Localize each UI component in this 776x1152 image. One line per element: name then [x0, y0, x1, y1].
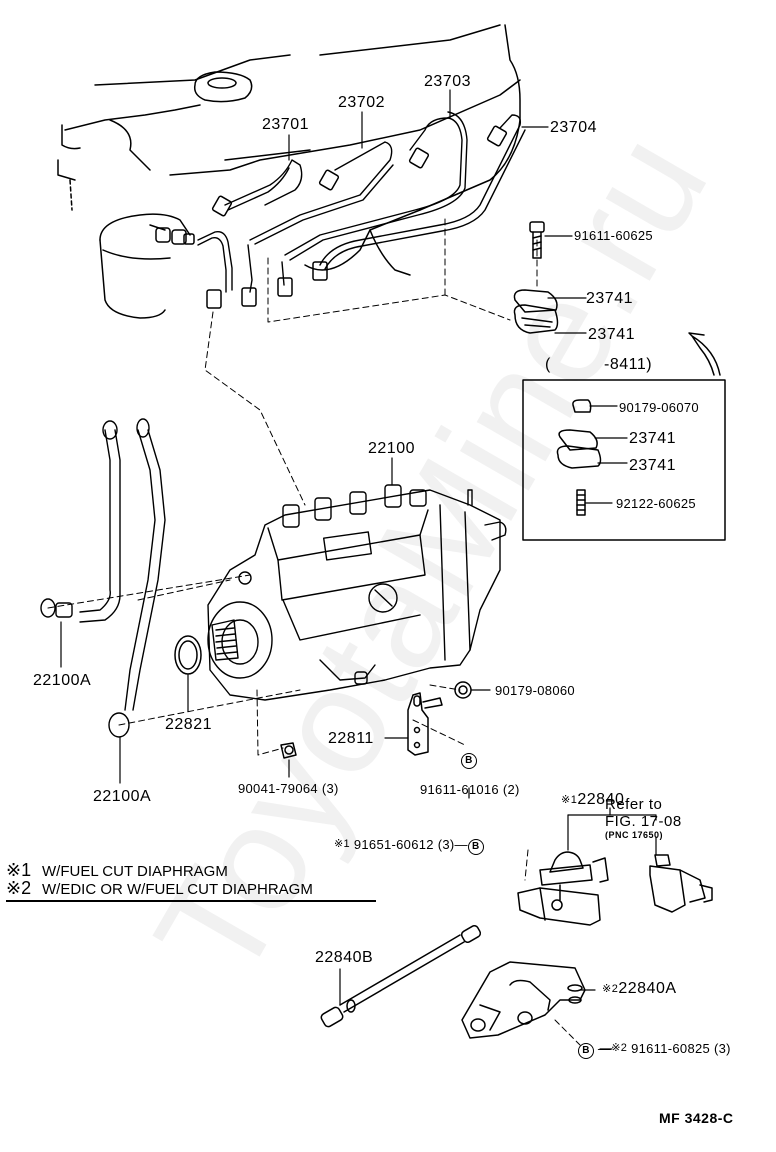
part-label-91611-60825: B —※2 91611-60825 (3) — [578, 1042, 731, 1059]
figure-code: MF 3428-C — [659, 1110, 734, 1126]
part-label-90179-08060: 90179-08060 — [495, 683, 575, 698]
part-label-22811: 22811 — [328, 730, 374, 747]
fuel-hoses — [40, 418, 166, 738]
bracket-22840a — [461, 961, 586, 1039]
note-mark-1: ※1 — [334, 838, 350, 850]
engine-block — [57, 24, 521, 276]
assembly-lines-top — [204, 214, 538, 506]
legend-row-2: ※2 W/EDIC OR W/FUEL CUT DIAPHRAGM — [6, 878, 376, 898]
legend-text: W/EDIC OR W/FUEL CUT DIAPHRAGM — [42, 881, 313, 898]
fuel-filter — [99, 213, 195, 319]
o-ring — [174, 635, 202, 675]
callout-b-badge: B — [578, 1043, 594, 1059]
part-label-91611-60625: 91611-60625 — [574, 228, 653, 243]
note-mark-2: ※2 — [602, 983, 619, 995]
part-number: 91651-60612 (3) — [353, 837, 455, 852]
inset-label-23741-upper: 23741 — [629, 430, 676, 447]
leader-lines — [60, 89, 657, 1050]
clamp-bolt — [529, 221, 545, 259]
range-open-paren: ( — [545, 356, 551, 373]
refer-text-line1: Refer to — [605, 796, 663, 813]
inset-label-90179-06070: 90179-06070 — [619, 400, 699, 415]
part-label-22100a-lower: 22100A — [93, 788, 152, 805]
inset-label-92122-60625: 92122-60625 — [616, 496, 696, 511]
range-serial: -8411) — [604, 356, 653, 373]
part-label-23741-upper: 23741 — [586, 290, 633, 307]
note-mark-1: ※1 — [561, 794, 578, 806]
part-label-23704: 23704 — [550, 119, 597, 136]
legend-key: ※1 — [6, 860, 32, 880]
inset-box — [522, 379, 726, 541]
inset-parts — [556, 399, 602, 516]
pipe-clamps — [513, 289, 559, 334]
part-label-22100a-upper: 22100A — [33, 672, 92, 689]
part-number: 22840 — [577, 791, 625, 808]
oil-filler-cap — [193, 71, 253, 103]
assembly-lines-pump — [47, 574, 581, 1046]
o-ring-inner — [178, 640, 198, 670]
part-label-23741-lower: 23741 — [588, 326, 635, 343]
reference-arrow — [688, 332, 721, 376]
legend: ※1 W/FUEL CUT DIAPHRAGM ※2 W/EDIC OR W/FUE… — [6, 860, 376, 902]
vsv-solenoid — [649, 854, 713, 913]
callout-b-badge: B — [467, 839, 484, 855]
part-label-22840: ※122840 — [561, 792, 624, 808]
bracket-22811 — [407, 681, 472, 756]
part-number: 22840A — [618, 980, 677, 997]
legend-text: W/FUEL CUT DIAPHRAGM — [42, 863, 228, 880]
part-label-90041-79064: 90041-79064 (3) — [238, 781, 339, 796]
part-label-23702: 23702 — [338, 94, 385, 111]
legend-key: ※2 — [6, 878, 32, 898]
refer-text-line2: FIG. 17-08 — [605, 813, 682, 830]
part-label-22840a: ※222840A — [602, 981, 677, 997]
part-label-91651-60612: ※1 91651-60612 (3)—B — [334, 838, 484, 855]
part-label-22100: 22100 — [368, 440, 415, 457]
inset-label-23741-lower: 23741 — [629, 457, 676, 474]
legend-row-1: ※1 W/FUEL CUT DIAPHRAGM — [6, 860, 376, 880]
note-mark-2: ※2 — [611, 1042, 628, 1054]
fuel-cut-diaphragm — [517, 851, 609, 926]
part-number: 91611-60825 (3) — [631, 1041, 731, 1056]
part-label-22821: 22821 — [165, 716, 212, 733]
part-label-22840b: 22840B — [315, 949, 374, 966]
link-rod — [320, 925, 482, 1028]
part-label-23703: 23703 — [424, 73, 471, 90]
callout-b-badge: B — [461, 753, 477, 769]
nut-90041 — [280, 742, 297, 759]
callout-b-22811: B — [461, 751, 477, 769]
injection-pump — [207, 484, 507, 701]
part-label-91611-61016: 91611-61016 (2) — [420, 782, 520, 797]
part-label-23701: 23701 — [262, 116, 309, 133]
pipe-nuts — [206, 125, 508, 309]
refer-text-line3: (PNC 17650) — [605, 830, 664, 840]
